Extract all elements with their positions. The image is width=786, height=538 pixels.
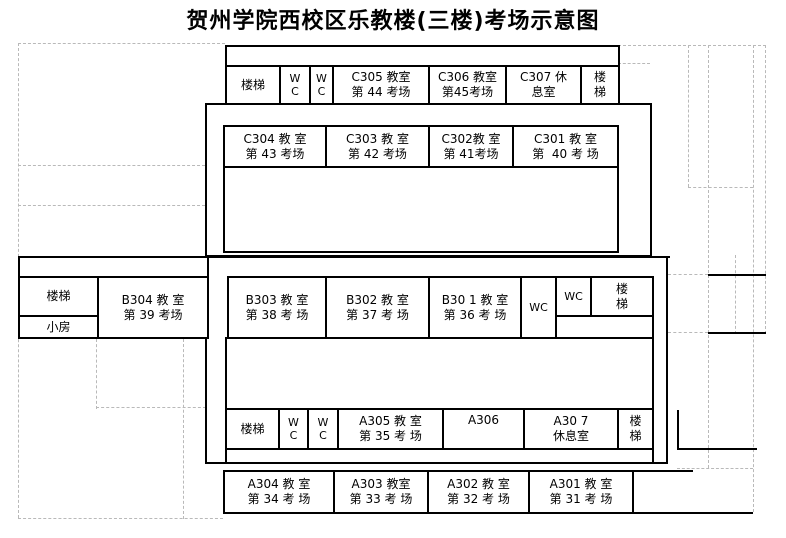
stairs-southwest: 楼梯 bbox=[225, 408, 280, 450]
stairs-east-mid: 楼 梯 bbox=[590, 276, 654, 317]
gridline-h bbox=[18, 165, 205, 166]
gridline-v bbox=[688, 45, 689, 187]
room-c301-exam-40: C301 教 室 第 40 考 场 bbox=[512, 125, 619, 168]
room-c307-rest: C307 休 息室 bbox=[505, 65, 582, 105]
stairs-northwest: 楼梯 bbox=[225, 65, 281, 105]
gridline-v bbox=[753, 45, 754, 512]
north-corridor bbox=[225, 45, 620, 67]
wall-south-ext-bottom bbox=[632, 512, 753, 514]
gridline-h bbox=[677, 468, 753, 469]
room-a303-exam-33: A303 教室 第 33 考 场 bbox=[333, 470, 429, 514]
gridline-h bbox=[668, 274, 708, 275]
room-b303-exam-38: B303 教 室 第 38 考 场 bbox=[227, 276, 327, 339]
gridline-v bbox=[735, 255, 736, 334]
gridline-h bbox=[18, 43, 225, 44]
room-c303-exam-42: C303 教 室 第 42 考场 bbox=[325, 125, 430, 168]
room-a301-exam-31: A301 教 室 第 31 考 场 bbox=[528, 470, 634, 514]
room-small: 小房 bbox=[18, 315, 99, 339]
wc-south-2: W C bbox=[307, 408, 339, 450]
wall-corridor-top bbox=[18, 256, 670, 258]
wall-east-seg-2 bbox=[708, 332, 766, 334]
gridline-h bbox=[688, 187, 753, 188]
wall-east-seg-1 bbox=[708, 274, 766, 276]
room-a304-exam-34: A304 教 室 第 34 考 场 bbox=[223, 470, 335, 514]
room-unlabeled bbox=[555, 315, 654, 339]
gridline-h bbox=[18, 205, 205, 206]
wall-east-l-h bbox=[677, 448, 757, 450]
room-b304-exam-39: B304 教 室 第 39 考场 bbox=[97, 276, 209, 339]
gridline-v bbox=[765, 45, 766, 334]
gridline-h bbox=[96, 407, 206, 408]
wall-lower-bottom bbox=[205, 462, 668, 464]
gridline-h bbox=[618, 63, 650, 64]
room-b302-exam-37: B302 教 室 第 37 考 场 bbox=[325, 276, 430, 339]
gridline-h bbox=[618, 45, 766, 46]
stairs-northeast: 楼 梯 bbox=[580, 65, 620, 105]
page-title: 贺州学院西校区乐教楼(三楼)考场示意图 bbox=[186, 9, 600, 34]
stairs-southeast: 楼 梯 bbox=[617, 408, 654, 450]
room-c304-exam-43: C304 教 室 第 43 考场 bbox=[223, 125, 327, 168]
gridline-h bbox=[668, 332, 708, 333]
room-c302-exam-41: C302教 室 第 41考场 bbox=[428, 125, 514, 168]
wc-south-1: W C bbox=[278, 408, 309, 450]
gridline-v bbox=[96, 339, 97, 409]
room-a306: A306 bbox=[442, 408, 525, 450]
wc-north-2: W C bbox=[309, 65, 334, 105]
wc-mid-2: WC bbox=[555, 276, 592, 317]
room-a307-rest: A30 7 休息室 bbox=[523, 408, 619, 450]
gridline-v bbox=[708, 45, 709, 468]
room-a302-exam-32: A302 教 室 第 32 考 场 bbox=[427, 470, 530, 514]
wall-east bbox=[666, 256, 668, 464]
gridline-v bbox=[183, 339, 184, 519]
wall-east-l-v bbox=[677, 410, 679, 450]
wc-mid-1: WC bbox=[520, 276, 557, 339]
room-b301-exam-36: B30 1 教 室 第 36 考 场 bbox=[428, 276, 522, 339]
room-a305-exam-35: A305 教 室 第 35 考 场 bbox=[337, 408, 444, 450]
wall-west-link bbox=[205, 339, 207, 464]
stairs-west: 楼梯 bbox=[18, 276, 99, 317]
room-c306-exam-45: C306 教室 第45考场 bbox=[428, 65, 507, 105]
wc-north-1: W C bbox=[279, 65, 311, 105]
room-c305-exam-44: C305 教室 第 44 考场 bbox=[332, 65, 430, 105]
gridline-h bbox=[18, 518, 223, 519]
wall-south-ext-top bbox=[632, 470, 693, 472]
